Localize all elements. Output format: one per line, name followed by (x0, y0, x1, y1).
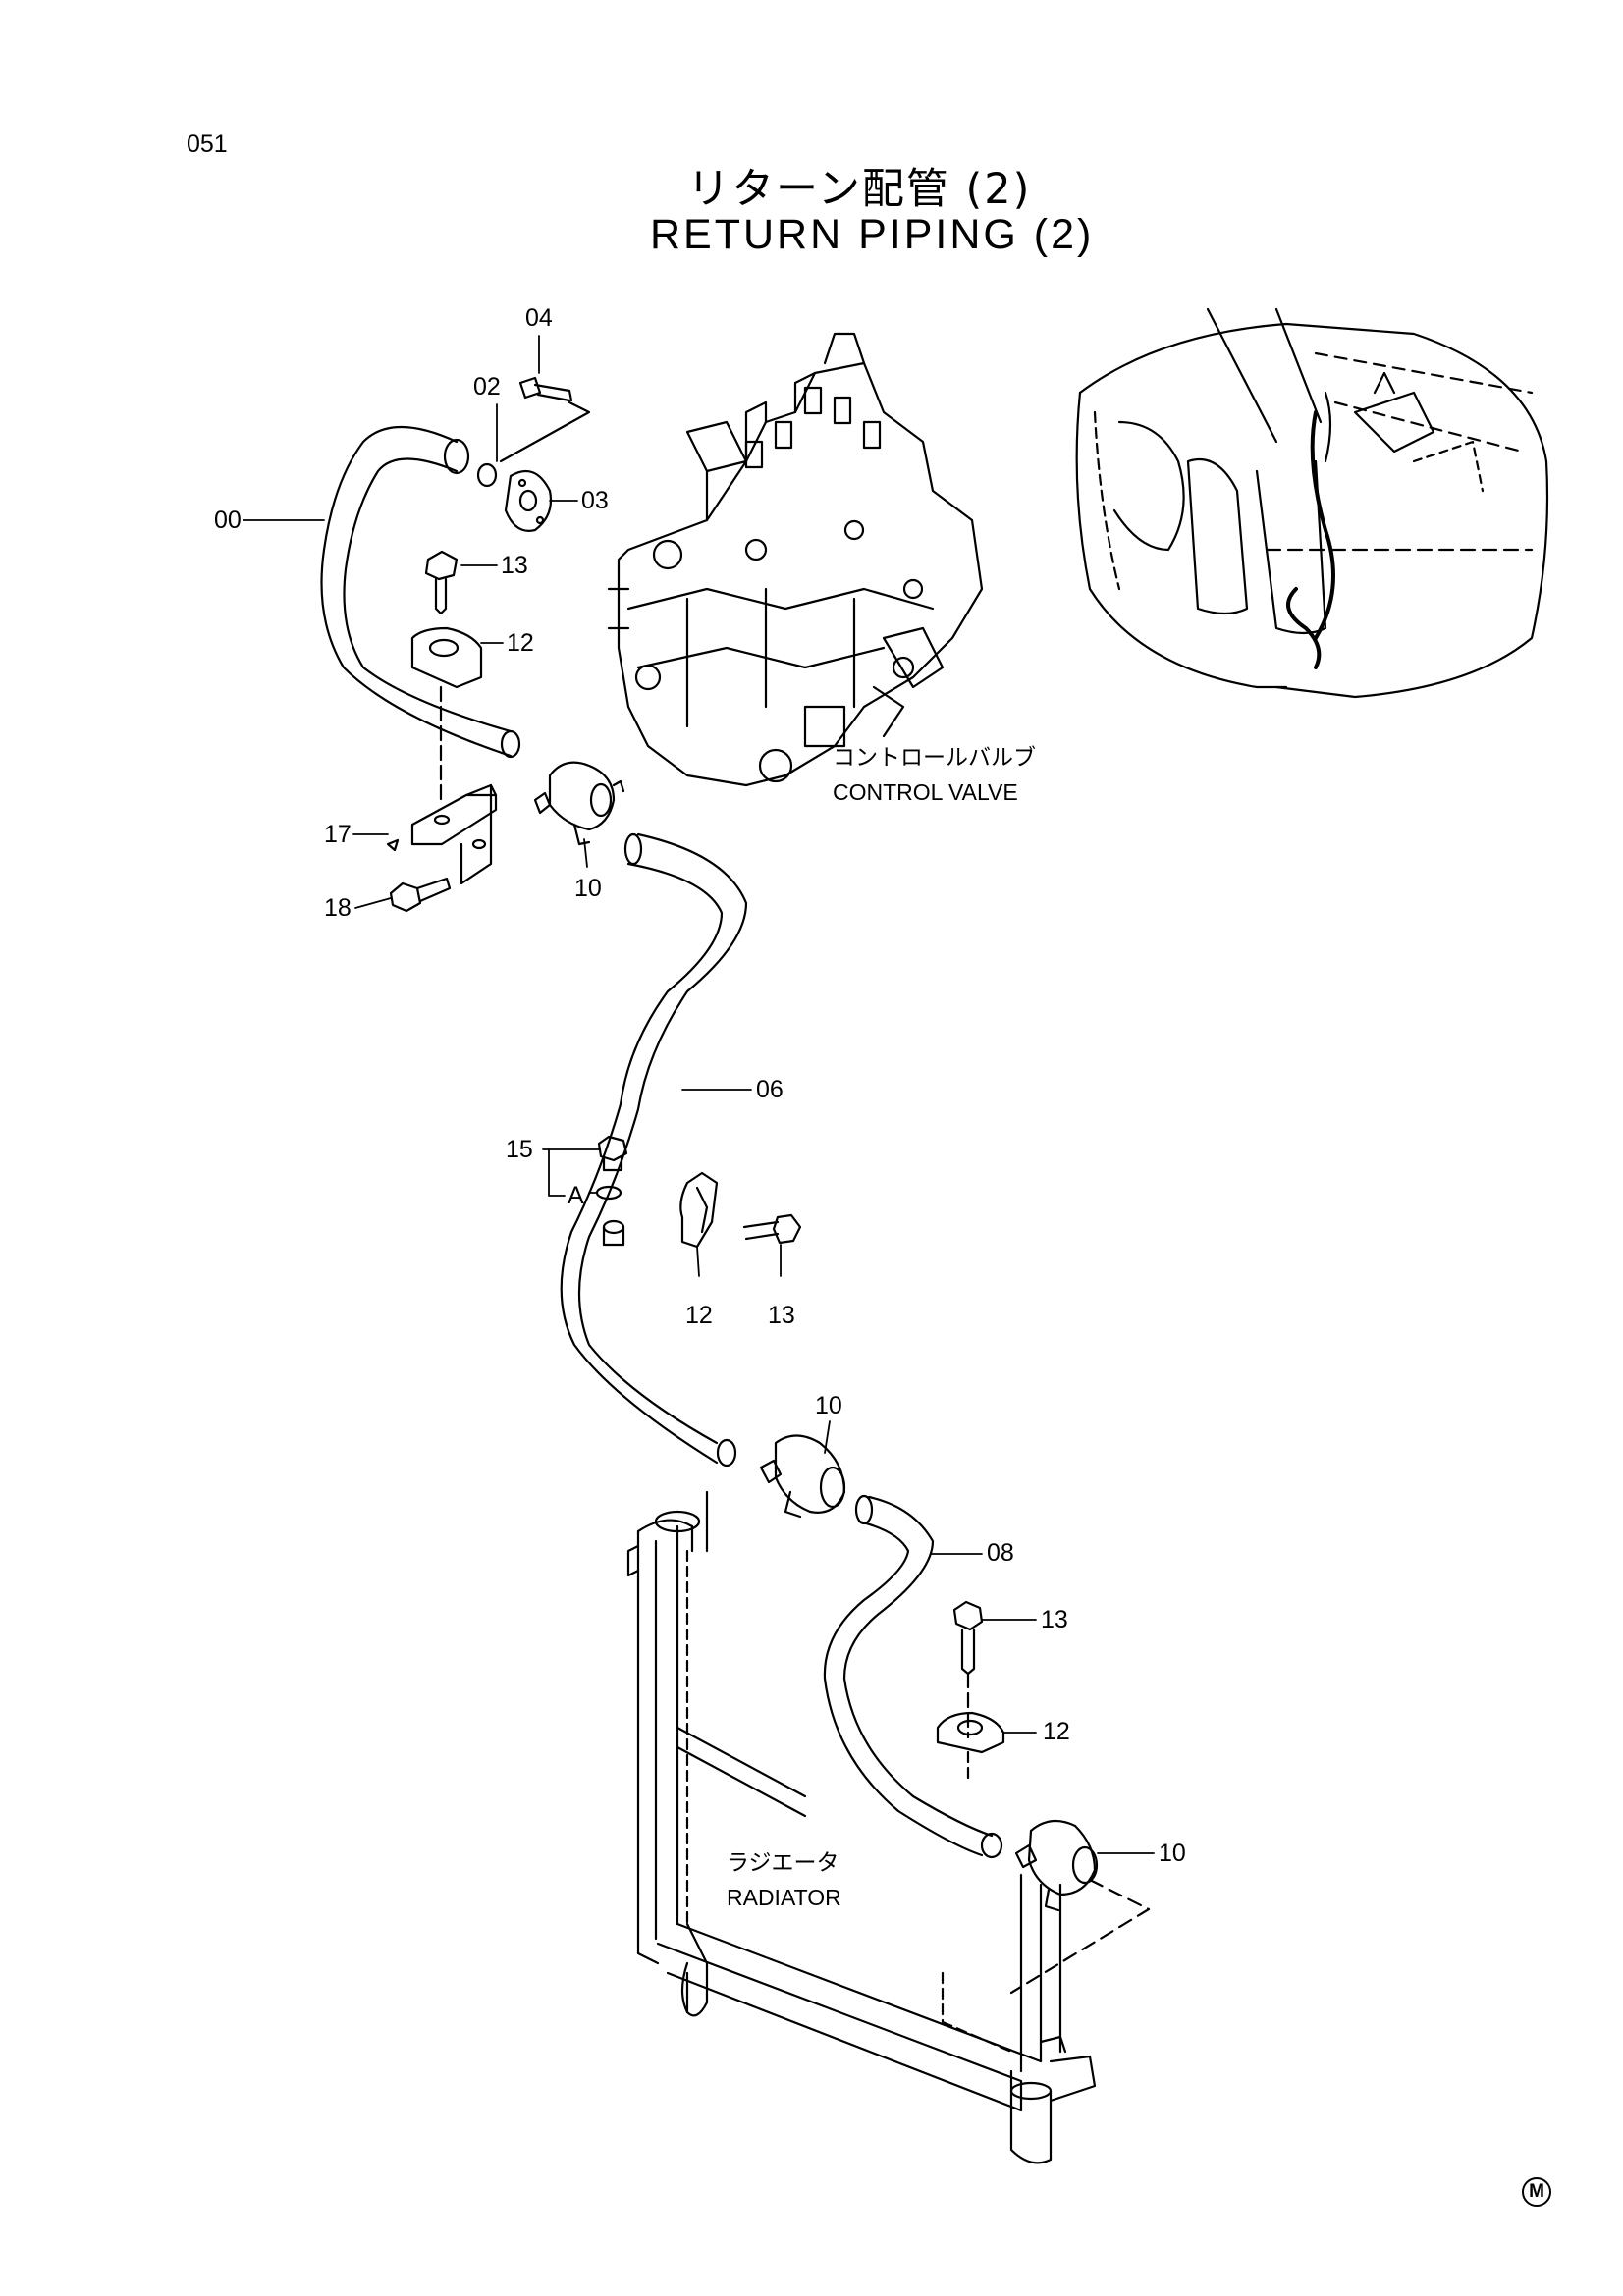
bolt-13-middle (742, 1213, 802, 1245)
callout-03: 03 (581, 487, 609, 514)
callout-10-lower: 10 (1159, 1840, 1186, 1867)
callout-04: 04 (525, 304, 553, 332)
hose-06 (560, 832, 748, 1468)
callout-15: 15 (506, 1136, 533, 1163)
bracket-17 (386, 783, 498, 885)
bolt-04-assembly-line (499, 400, 591, 463)
clamp-10-middle (759, 1434, 846, 1519)
callout-10-top: 10 (574, 875, 602, 902)
clamp-10-top (533, 761, 625, 846)
corner-mark: M (1522, 2177, 1551, 2207)
radiator-drawing (626, 1490, 1097, 2164)
callout-06: 06 (756, 1076, 784, 1103)
callout-08: 08 (987, 1539, 1014, 1567)
flange-03 (504, 469, 553, 532)
title-japanese: リターン配管 (2) (687, 165, 1032, 214)
callout-12-middle: 12 (685, 1302, 713, 1329)
callout-10-middle: 10 (815, 1392, 842, 1419)
radiator-caption: ラジエータ RADIATOR (727, 1849, 841, 1912)
hose-00 (320, 426, 521, 759)
bolt-13-top (424, 550, 459, 615)
radiator-label-en: RADIATOR (727, 1884, 841, 1910)
radiator-assembly-line (1009, 1878, 1151, 1995)
leader-lines (243, 335, 1155, 1854)
callout-12-lower: 12 (1043, 1718, 1070, 1745)
callout-18: 18 (324, 894, 352, 922)
callout-13-lower: 13 (1041, 1606, 1068, 1633)
callout-17: 17 (324, 821, 352, 848)
control-valve-caption: コントロールバルブ CONTROL VALVE (833, 744, 1036, 807)
page-number: 051 (187, 131, 228, 158)
callout-a: A (568, 1182, 584, 1209)
bolt-13-lower (952, 1600, 984, 1676)
hose-08 (823, 1494, 1003, 1859)
title-english: RETURN PIPING (2) (650, 211, 1095, 258)
callout-02: 02 (473, 373, 501, 400)
excavator-cab-sketch (1075, 307, 1549, 699)
o-ring-02 (476, 462, 498, 488)
fitting-port (602, 1219, 625, 1247)
bolt-04 (518, 376, 573, 402)
callout-13-top: 13 (501, 552, 528, 579)
callout-00: 00 (214, 507, 242, 534)
clamp-12-middle (679, 1171, 719, 1249)
bolt-18 (389, 877, 452, 913)
radiator-label-jp: ラジエータ (727, 1850, 839, 1876)
callout-13-middle: 13 (768, 1302, 795, 1329)
control-valve-label-en: CONTROL VALVE (833, 778, 1018, 805)
control-valve-label-jp: コントロールバルブ (833, 745, 1036, 771)
control-valve-drawing (607, 332, 984, 787)
callout-12-top: 12 (507, 629, 534, 657)
clamp-10-lower (1014, 1819, 1099, 1912)
plug-15 (597, 1135, 628, 1172)
clamp-12-lower (936, 1711, 1005, 1754)
clamp-12-top (410, 626, 483, 689)
